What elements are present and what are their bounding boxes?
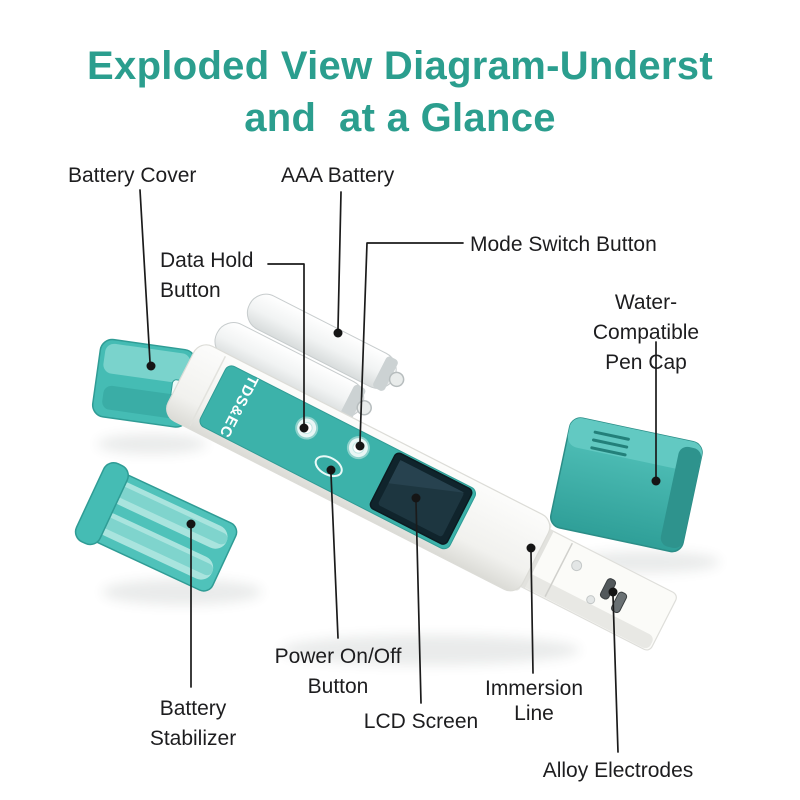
page-title-line2: and at a Glance (244, 96, 556, 140)
aaa-battery-1 (246, 293, 405, 391)
callout-lcd-screen (415, 501, 422, 704)
callout-mode-switch-button (359, 242, 464, 443)
label-immersion-line: Immersion Line (484, 677, 584, 726)
pen-cap-graphic (550, 417, 703, 553)
label-power-on-off-button: Power On/Off Button (274, 645, 402, 698)
label-alloy-electrodes: Alloy Electrodes (542, 759, 694, 782)
callout-data-hold-button (267, 263, 305, 425)
immersion-line-mark (544, 542, 574, 597)
label-battery-stabilizer: Battery Stabilizer (149, 697, 237, 750)
page-title-line1: Exploded View Diagram-Underst (87, 44, 713, 88)
callout-aaa-battery (337, 191, 342, 330)
pen-body-graphic: TDS&EC (166, 344, 677, 651)
callout-immersion-line (530, 551, 534, 674)
callout-battery-cover (139, 189, 151, 363)
label-battery-cover: Battery Cover (68, 164, 197, 187)
callout-dots (146, 328, 661, 597)
lcd-screen-graphic (369, 452, 473, 545)
callout-lines (139, 189, 657, 753)
label-water-compatible-pen-cap: Water-Compatible Pen Cap (592, 291, 700, 374)
label-mode-switch-button: Mode Switch Button (470, 233, 657, 256)
label-lcd-screen: LCD Screen (363, 710, 479, 733)
cap-ridges (590, 430, 630, 457)
label-aaa-battery: AAA Battery (281, 164, 395, 187)
callout-alloy-electrodes (612, 595, 619, 753)
battery-stabilizer-graphic (74, 462, 238, 592)
callout-power-button (330, 473, 339, 639)
label-data-hold-button: Data Hold Button (160, 249, 254, 302)
page-title: Exploded View Diagram-Underst and at a G… (0, 40, 800, 144)
